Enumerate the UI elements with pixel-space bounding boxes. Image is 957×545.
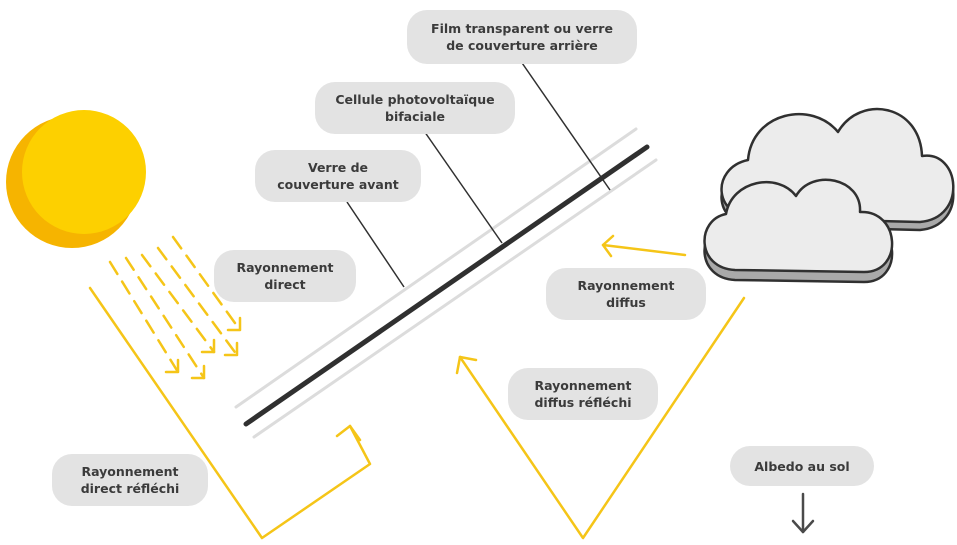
leader-front-glass [346,201,405,288]
label-direct-reflected-line-1: Rayonnement [81,464,179,479]
bifacial-cell-line [243,144,650,427]
label-diffuse: Rayonnement diffus [546,268,706,320]
label-albedo-text: Albedo au sol [754,458,850,474]
label-albedo: Albedo au sol [730,446,874,486]
direct-arrowhead-4 [223,341,239,357]
direct-ray-4 [156,246,239,357]
direct-arrowhead-1 [164,358,180,374]
direct-reflected-path [88,286,372,540]
direct-arrowhead-5 [226,316,242,332]
label-film-line-1: Film transparent ou verre [431,21,613,36]
label-direct-line-1: Rayonnement [236,260,334,275]
direct-ray-3 [140,253,216,354]
sun-icon [6,110,146,248]
label-front-glass-line-1: Verre de [307,160,369,175]
back-film-line [252,158,658,439]
albedo-arrowhead [791,519,815,534]
label-direct-reflected: Rayonnement direct réfléchi [52,454,208,506]
label-diffuse-line-2: diffus [606,295,646,310]
label-cell: Cellule photovoltaïque bifaciale [315,82,515,134]
diffuse-reflected-ray [455,296,746,540]
label-diffuse-reflected: Rayonnement diffus réfléchi [508,368,658,420]
direct-reflected-arrowhead [335,424,362,442]
direct-ray-5 [171,235,242,332]
direct-rays [108,235,242,380]
diffuse-ray-arrowhead [601,234,615,258]
label-cell-line-2: bifaciale [385,109,445,124]
diffuse-reflected-path [458,296,746,540]
front-glass-line [234,127,638,409]
direct-ray-1 [108,260,180,374]
label-direct-reflected-line-2: direct réfléchi [80,481,180,496]
label-cell-line-1: Cellule photovoltaïque [335,92,495,107]
diffuse-ray [601,234,687,258]
label-diffuse-line-1: Rayonnement [577,278,675,293]
direct-reflected-ray [88,286,372,540]
leader-lines [346,59,611,288]
arrow-down-icon [791,492,815,534]
cloud-icon [703,107,955,284]
leader-film [519,59,611,191]
label-film-line-2: de couverture arrière [446,38,598,53]
label-front-glass: Verre de couverture avant [255,150,421,202]
leader-cell [421,127,503,244]
direct-arrowhead-2 [190,364,206,380]
label-film: Film transparent ou verre de couverture a… [407,10,637,64]
diffuse-ray-line [601,243,687,257]
label-front-glass-line-2: couverture avant [277,177,399,192]
label-diffuse-reflected-line-1: Rayonnement [534,378,632,393]
direct-ray-2 [124,256,206,380]
diffuse-reflected-arrowhead [455,355,478,375]
label-direct-line-2: direct [264,277,306,292]
direct-arrowheads [164,316,242,380]
direct-arrowhead-3 [200,338,216,354]
cloud-front [703,178,894,284]
label-direct: Rayonnement direct [214,250,356,302]
label-diffuse-reflected-line-2: diffus réfléchi [534,395,632,410]
